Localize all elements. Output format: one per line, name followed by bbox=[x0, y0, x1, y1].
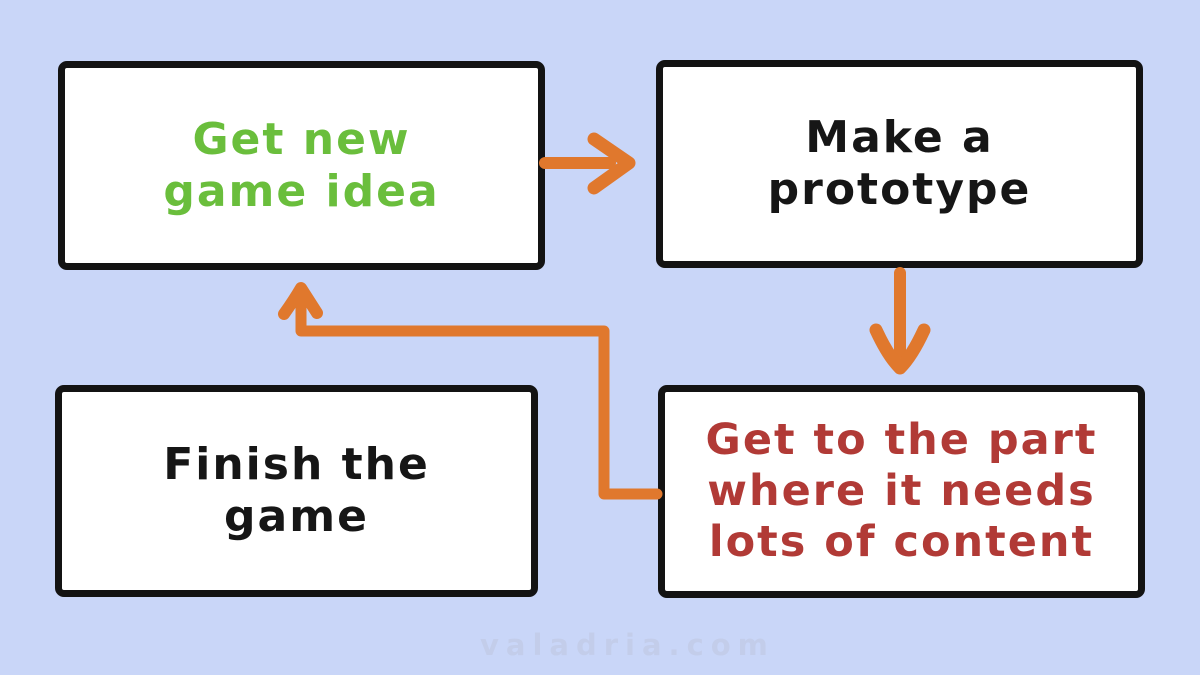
flow-box-label-finish-the-game: Finish the game bbox=[163, 439, 430, 542]
arrow-idea-to-prototype bbox=[539, 132, 636, 195]
flow-box-lots-of-content: Get to the part where it needs lots of c… bbox=[658, 385, 1145, 598]
flow-box-get-new-game-idea: Get new game idea bbox=[58, 61, 545, 270]
watermark-text: valadria.com bbox=[480, 628, 775, 662]
flow-box-make-a-prototype: Make a prototype bbox=[656, 60, 1143, 268]
flow-box-label-get-new-game-idea: Get new game idea bbox=[163, 113, 440, 217]
flow-box-label-make-a-prototype: Make a prototype bbox=[767, 112, 1032, 215]
arrow-prototype-to-content bbox=[869, 267, 931, 375]
flow-box-finish-the-game: Finish the game bbox=[55, 385, 538, 597]
flow-box-label-lots-of-content: Get to the part where it needs lots of c… bbox=[705, 415, 1098, 567]
